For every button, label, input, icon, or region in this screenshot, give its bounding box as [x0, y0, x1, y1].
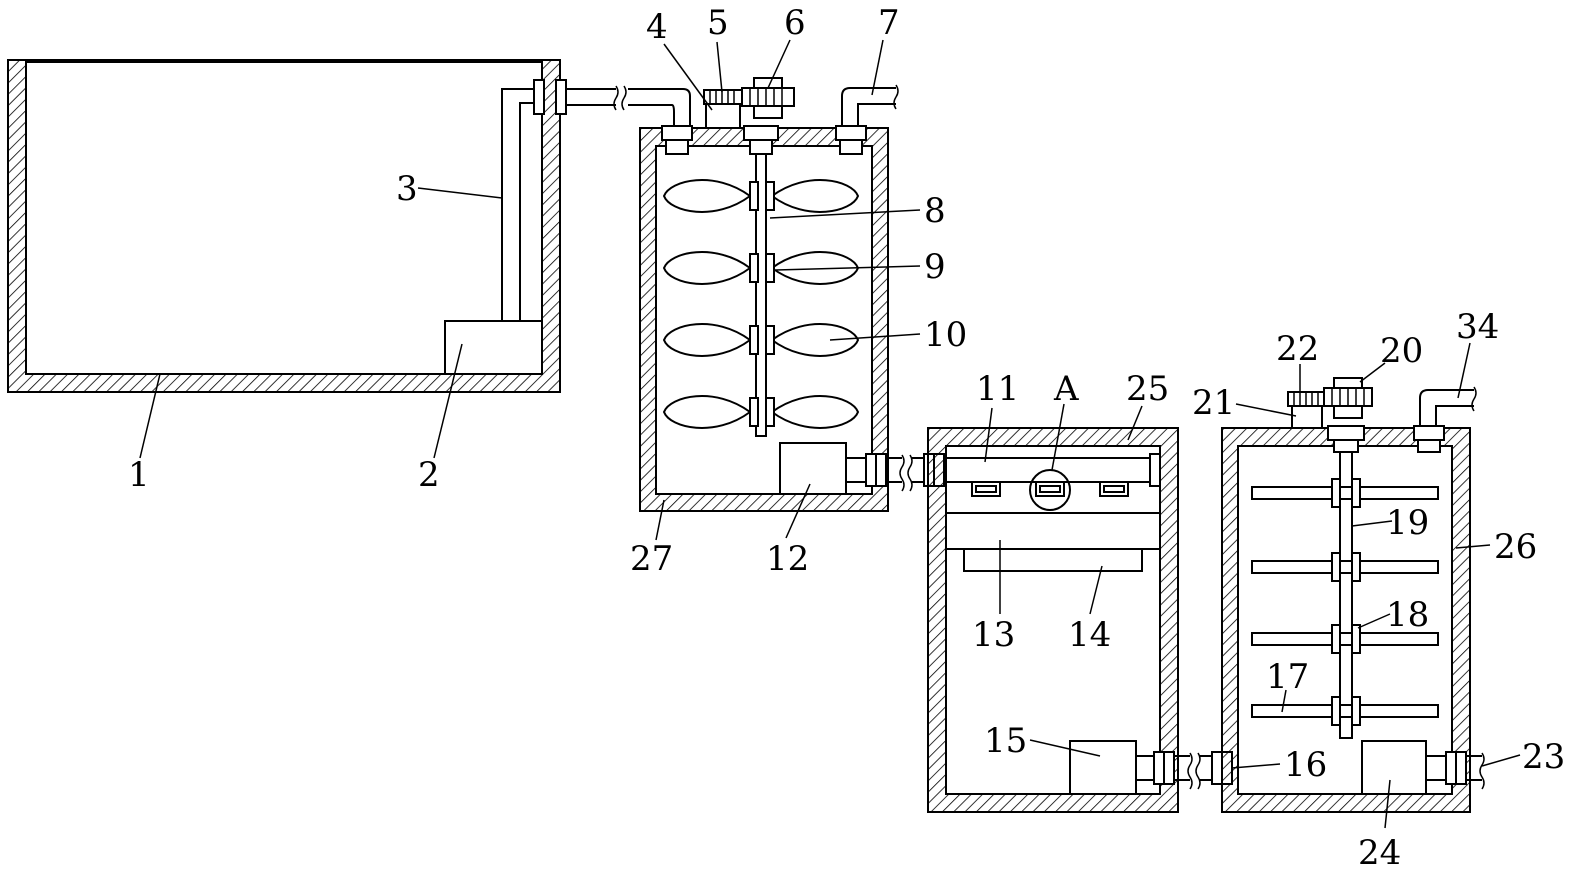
label-10: 10 [924, 315, 967, 355]
label-34: 34 [1456, 307, 1499, 347]
label-22: 22 [1276, 329, 1319, 369]
label-9: 9 [924, 247, 946, 287]
label-5: 5 [707, 3, 729, 43]
leader-lines [139, 39, 1521, 829]
pump-24 [1361, 740, 1427, 795]
paddle-blades-10 [662, 179, 860, 429]
pipe-3 [501, 88, 540, 321]
label-13: 13 [972, 615, 1015, 655]
label-23: 23 [1522, 737, 1565, 777]
label-16: 16 [1284, 745, 1327, 785]
detail-circle-A [1029, 469, 1071, 511]
filter-plate-13 [945, 512, 1161, 550]
tank-27 [639, 127, 889, 512]
hubs-18 [1331, 478, 1361, 726]
label-11: 11 [976, 369, 1019, 409]
pump-12 [779, 442, 847, 495]
gear-6 [741, 77, 795, 119]
outlet-flange [533, 79, 545, 115]
label-18: 18 [1386, 595, 1429, 635]
gear-22 [1287, 391, 1327, 407]
shaft-19 [1339, 451, 1353, 739]
label-1: 1 [128, 455, 150, 495]
label-3: 3 [396, 169, 418, 209]
tank-26 [1221, 427, 1471, 813]
tank-25 [927, 427, 1179, 813]
label-4: 4 [646, 7, 668, 47]
filter-14 [963, 548, 1143, 572]
connection-pipe-1 [566, 85, 691, 126]
gear-5 [703, 89, 745, 105]
hubs-9 [749, 181, 775, 427]
label-6: 6 [784, 3, 806, 43]
connection-pipe-16 [1153, 751, 1233, 790]
label-27: 27 [630, 539, 673, 579]
label-25: 25 [1126, 369, 1169, 409]
motor-4 [705, 103, 741, 129]
label-20: 20 [1380, 331, 1423, 371]
label-15: 15 [984, 721, 1027, 761]
outlet-pipe-23 [1445, 751, 1485, 790]
gear-20 [1323, 377, 1373, 419]
outlet-pipe-34 [1413, 386, 1477, 453]
pump-15 [1069, 740, 1137, 795]
label-2: 2 [418, 455, 440, 495]
stirring-rods-17 [1251, 486, 1439, 718]
label-12: 12 [766, 539, 809, 579]
label-A: A [1053, 369, 1079, 409]
label-24: 24 [1358, 833, 1401, 873]
label-17: 17 [1266, 657, 1309, 697]
label-8: 8 [924, 191, 946, 231]
pump-2 [444, 320, 543, 375]
label-7: 7 [878, 3, 900, 43]
motor-21 [1291, 405, 1323, 429]
inlet-flange [661, 125, 693, 141]
shaft-8 [755, 153, 767, 437]
label-26: 26 [1494, 527, 1537, 567]
label-14: 14 [1068, 615, 1111, 655]
label-21: 21 [1192, 383, 1235, 423]
part-labels: 1 2 3 4 5 6 7 8 9 10 11 A 25 27 12 13 14… [128, 3, 1565, 873]
label-19: 19 [1386, 503, 1429, 543]
outlet-pipe-7 [835, 84, 899, 155]
nozzles [971, 481, 1129, 497]
